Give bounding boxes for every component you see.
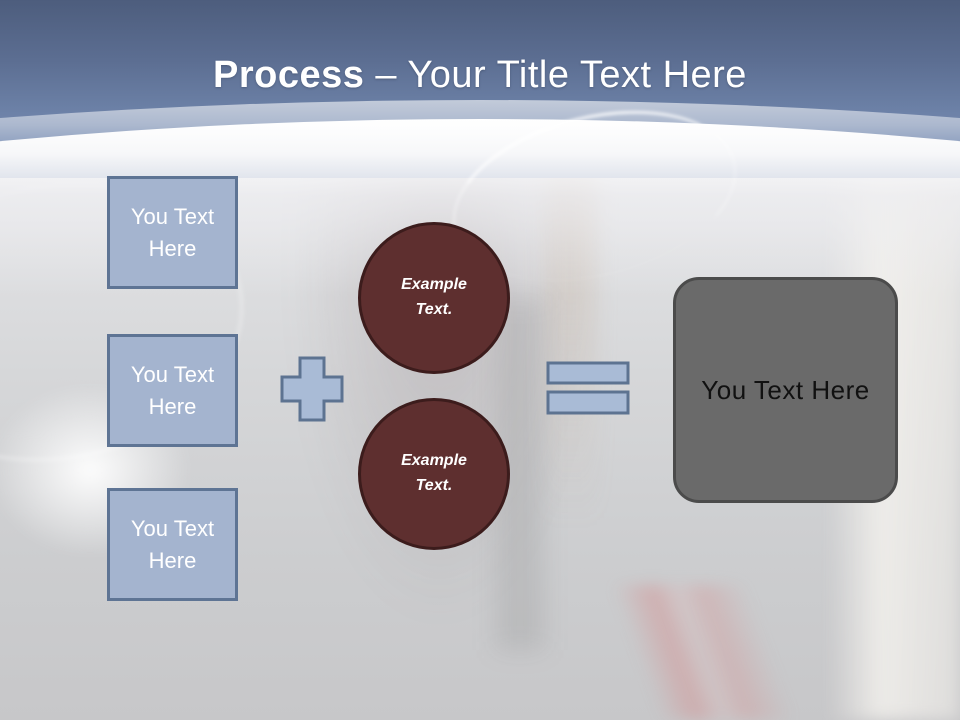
slide-title-rest: – Your Title Text Here [375,54,747,96]
input-box-1: You Text Here [107,176,238,289]
input-box-2: You Text Here [107,334,238,447]
equals-bar-top [546,361,630,385]
example-circle-1-label: Example Text. [401,276,467,318]
example-circle-1: Example Text. [358,222,510,374]
input-box-3-label: You Text Here [130,516,215,573]
result-box: You Text Here [673,277,898,503]
input-box-1-label: You Text Here [130,204,215,261]
plus-shape [280,356,344,422]
plus-icon [280,356,344,422]
example-circle-2: Example Text. [358,398,510,550]
result-box-label: You Text Here [701,374,870,405]
example-circle-2-label: Example Text. [401,452,467,494]
equals-bar-bottom [546,390,630,415]
input-box-3: You Text Here [107,488,238,601]
input-box-2-label: You Text Here [130,362,215,419]
equals-icon [546,361,630,415]
slide-title: Process– Your Title Text Here [0,54,960,97]
slide-title-emphasis: Process [213,54,365,96]
